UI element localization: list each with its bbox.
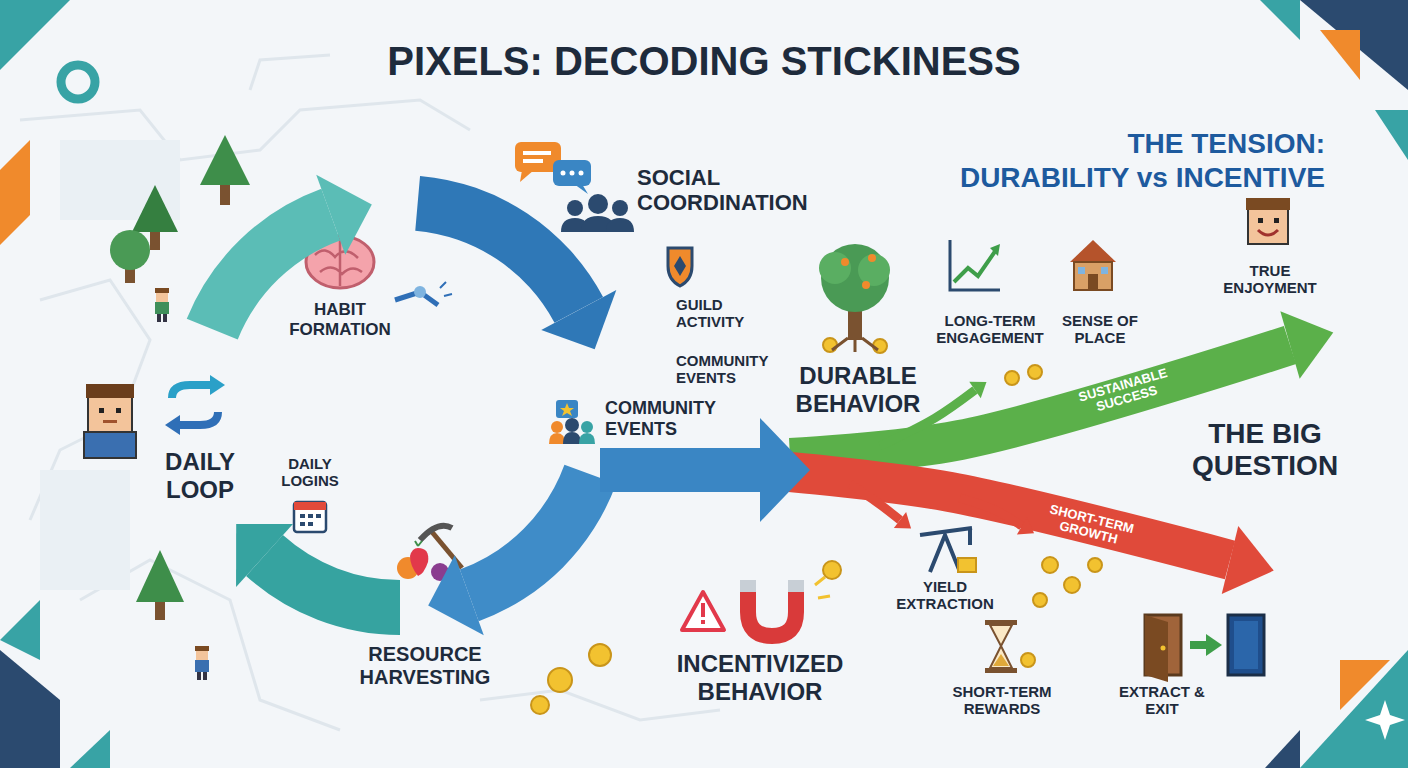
chart-icon <box>950 240 1000 290</box>
arrow-label: SUSTAINABLE SUCCESS <box>1059 360 1192 423</box>
arrowhead <box>236 524 293 587</box>
community-icon <box>549 400 595 444</box>
item-label: DAILY LOGINS <box>265 455 355 490</box>
door-icon <box>1145 615 1264 682</box>
heading: THE TENSION: <box>855 128 1325 160</box>
pixel-tree <box>110 135 250 620</box>
magnet-icon <box>740 561 841 636</box>
cycle-ring <box>187 175 617 635</box>
flow-band <box>790 472 1230 560</box>
flow-band <box>850 484 911 529</box>
tree-icon <box>819 244 890 352</box>
map-background <box>20 55 720 730</box>
flow-arrows <box>187 175 1333 635</box>
stage-label: DAILY LOOP <box>145 448 255 503</box>
outcome-label: SENSE OF PLACE <box>1050 312 1150 347</box>
pump-icon <box>920 528 976 572</box>
arrowhead <box>316 175 372 255</box>
arrowhead <box>1017 517 1034 534</box>
house-icon <box>1070 240 1116 290</box>
item-label: COMMUNITY EVENTS <box>676 352 791 387</box>
title: PIXELS: DECODING STICKINESS <box>0 38 1408 84</box>
outcome-label: YIELD EXTRACTION <box>885 578 1005 613</box>
flow-band <box>960 498 1034 535</box>
arrowhead <box>1222 526 1274 594</box>
coin <box>531 338 1102 714</box>
arrowhead <box>969 382 986 398</box>
stage-label: HABIT FORMATION <box>275 300 405 339</box>
hourglass-icon <box>985 620 1035 673</box>
stage-label: SOCIAL COORDINATION <box>637 165 852 216</box>
cycle-arrow <box>415 176 603 323</box>
brain-icon <box>306 236 452 305</box>
arrowhead <box>894 512 911 528</box>
stage-label: COMMUNITY EVENTS <box>605 398 755 439</box>
arrowhead <box>541 290 616 349</box>
flow-band <box>790 472 1274 594</box>
heading: DURABILITY vs INCENTIVE <box>855 162 1325 194</box>
calendar-icon <box>294 502 326 532</box>
arrowhead <box>428 555 484 635</box>
outcome-label: LONG-TERM ENGAGEMENT <box>925 312 1055 347</box>
outcome-label: SHORT-TERM REWARDS <box>942 683 1062 718</box>
stage-label: RESOURCE HARVESTING <box>340 643 510 689</box>
arrowhead <box>1280 311 1333 378</box>
branch-label: DURABLE BEHAVIOR <box>778 362 938 417</box>
people-icon <box>561 194 634 232</box>
chat-icon <box>515 142 591 194</box>
outcome-label: TRUE ENJOYMENT <box>1205 262 1335 297</box>
loop-icon <box>165 375 225 435</box>
warning-icon <box>682 592 724 630</box>
flow-band <box>850 484 900 520</box>
outcome-label: EXTRACT & EXIT <box>1112 683 1212 718</box>
shield-icon <box>668 248 692 286</box>
branch-label: INCENTIVIZED BEHAVIOR <box>640 650 880 705</box>
happy-face <box>1246 198 1290 244</box>
cycle-arrow <box>460 465 616 621</box>
item-label: GUILD ACTIVITY <box>676 296 786 331</box>
question-label: THE BIG QUESTION <box>1175 418 1355 482</box>
arrow-label: SHORT-TERM GROWTH <box>1028 498 1151 554</box>
player-avatar <box>84 384 136 458</box>
flow-band <box>960 498 1022 526</box>
